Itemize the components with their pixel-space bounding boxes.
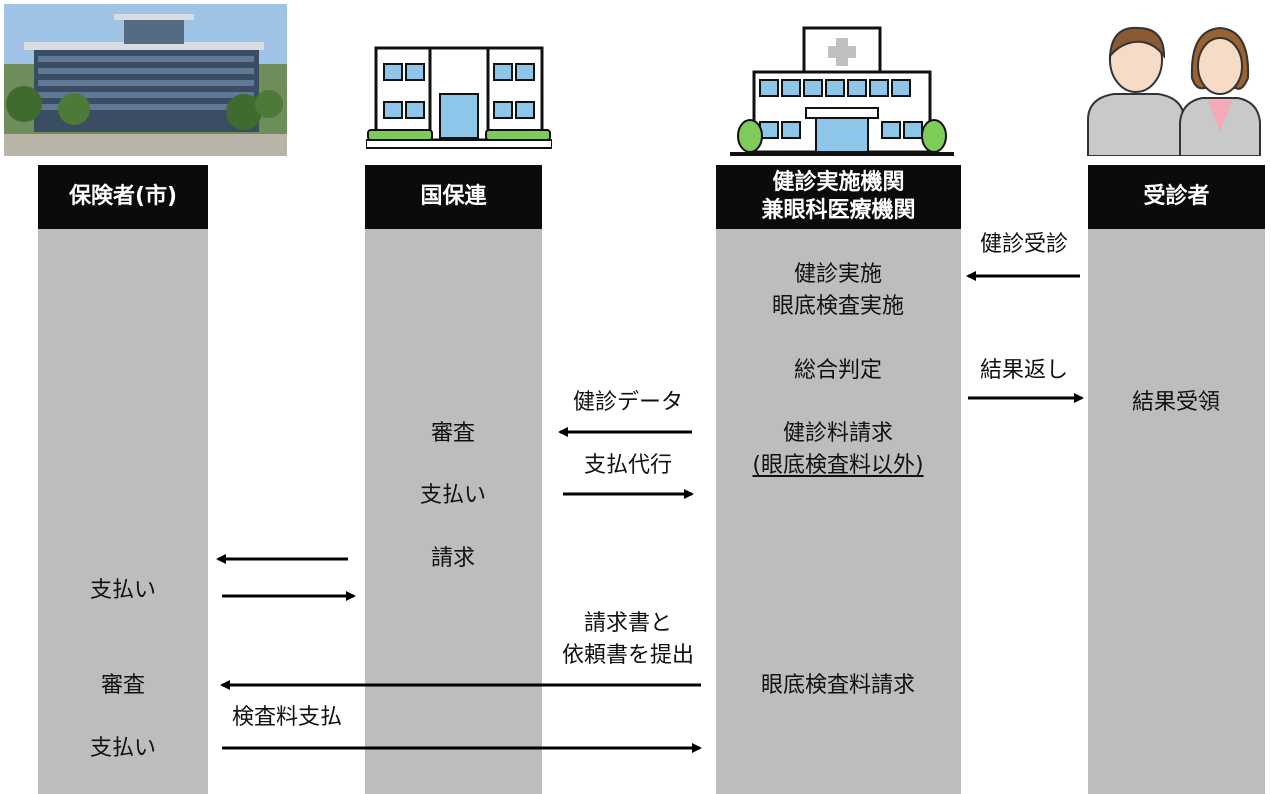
federation-building-icon [366,44,552,152]
examinees-icon [1086,20,1262,156]
insurer-lane [38,229,208,794]
exam-fee-payment-label: 検査料支払 [231,705,343,730]
result-return-label: 結果返し [979,358,1069,383]
insurer-header: 保険者(市) [38,165,208,229]
checkup-step: 健診実施 眼底検査実施 [771,262,905,319]
fundus-fee-request-step: 眼底検査料請求 [760,673,916,698]
insurer-payment-step: 支払い [89,578,157,603]
payment-agency-label: 支払代行 [583,453,673,478]
examinee-lane [1088,229,1265,794]
invoice-submit-label: 請求書と 依頼書を提出 [561,611,695,668]
insurer-payment2-step: 支払い [89,736,157,761]
institution-lane [716,229,961,794]
checkup-data-label: 健診データ [572,390,684,415]
hospital-icon [730,26,954,158]
federation-review-step: 審査 [430,421,476,446]
insurer-review-step: 審査 [100,673,146,698]
city-office-photo [4,4,287,156]
institution-header: 健診実施機関 兼眼科医療機関 [716,165,961,229]
federation-lane [365,229,542,794]
federation-claim-step: 請求 [430,546,476,571]
checkup-visit-label: 健診受診 [979,232,1069,257]
fee-request-step: 健診料請求 [782,421,894,446]
judgement-step: 総合判定 [793,358,883,383]
receive-result-step: 結果受領 [1131,390,1221,415]
federation-payment-step: 支払い [419,483,487,508]
federation-header: 国保連 [365,165,542,229]
examinee-header: 受診者 [1088,165,1265,229]
fee-request-note: (眼底検査料以外) [752,453,924,478]
